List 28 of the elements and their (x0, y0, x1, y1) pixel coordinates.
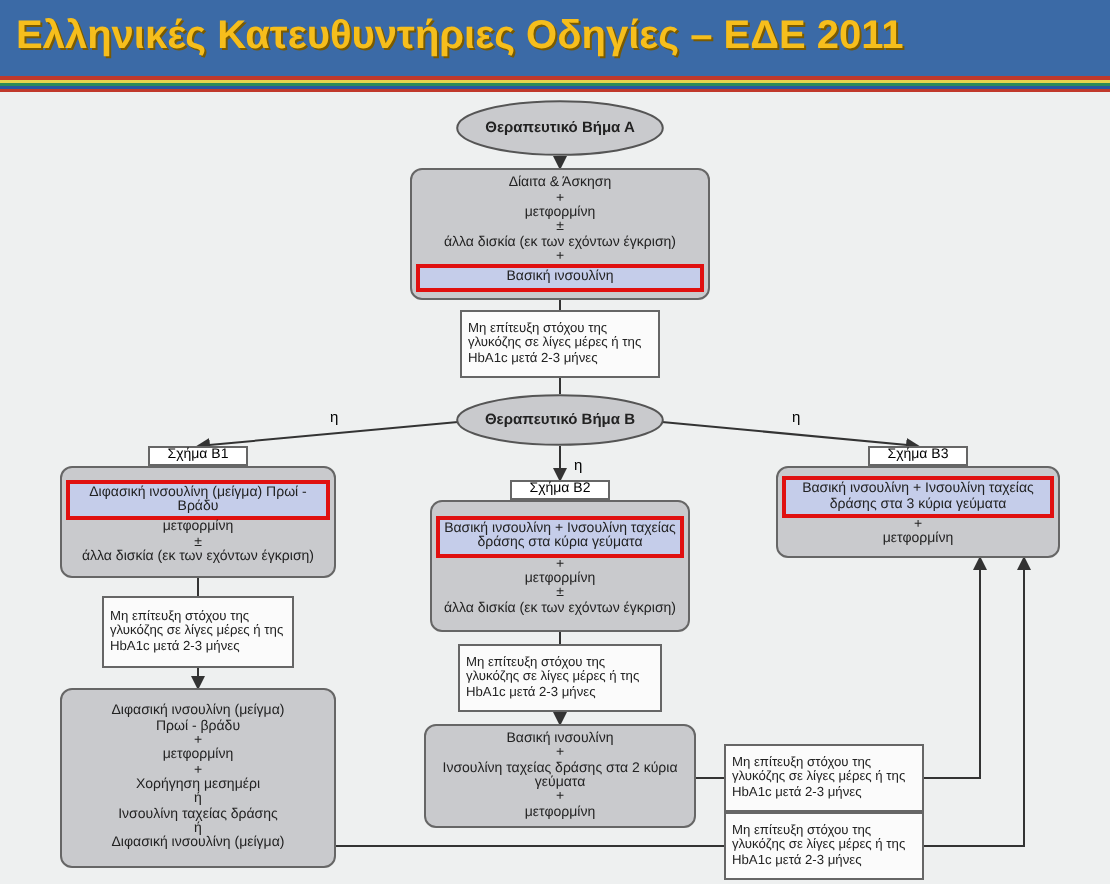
process-box (410, 168, 710, 300)
connector (559, 631, 561, 645)
connector (559, 377, 561, 395)
process-box (60, 688, 336, 868)
connector (923, 556, 987, 779)
condition-box (724, 812, 924, 880)
connector (695, 777, 725, 779)
connector (553, 711, 567, 726)
connector (196, 421, 459, 452)
step-ellipse (456, 100, 664, 156)
condition-box (102, 596, 294, 668)
condition-box (460, 310, 660, 378)
condition-box (724, 744, 924, 812)
condition-box (458, 644, 662, 712)
connector (553, 445, 567, 482)
connector (661, 421, 920, 452)
process-box (60, 466, 336, 578)
connector (191, 667, 205, 690)
title: Ελληνικές Κατευθυντήριες Οδηγίες – ΕΔΕ 2011 (16, 14, 904, 60)
connector (923, 556, 1031, 847)
connector (335, 845, 725, 847)
process-box (776, 466, 1060, 558)
step-ellipse (456, 394, 664, 446)
connector (559, 299, 561, 311)
connector (553, 155, 567, 170)
process-box (424, 724, 696, 828)
connector (197, 577, 199, 597)
process-box (430, 500, 690, 632)
